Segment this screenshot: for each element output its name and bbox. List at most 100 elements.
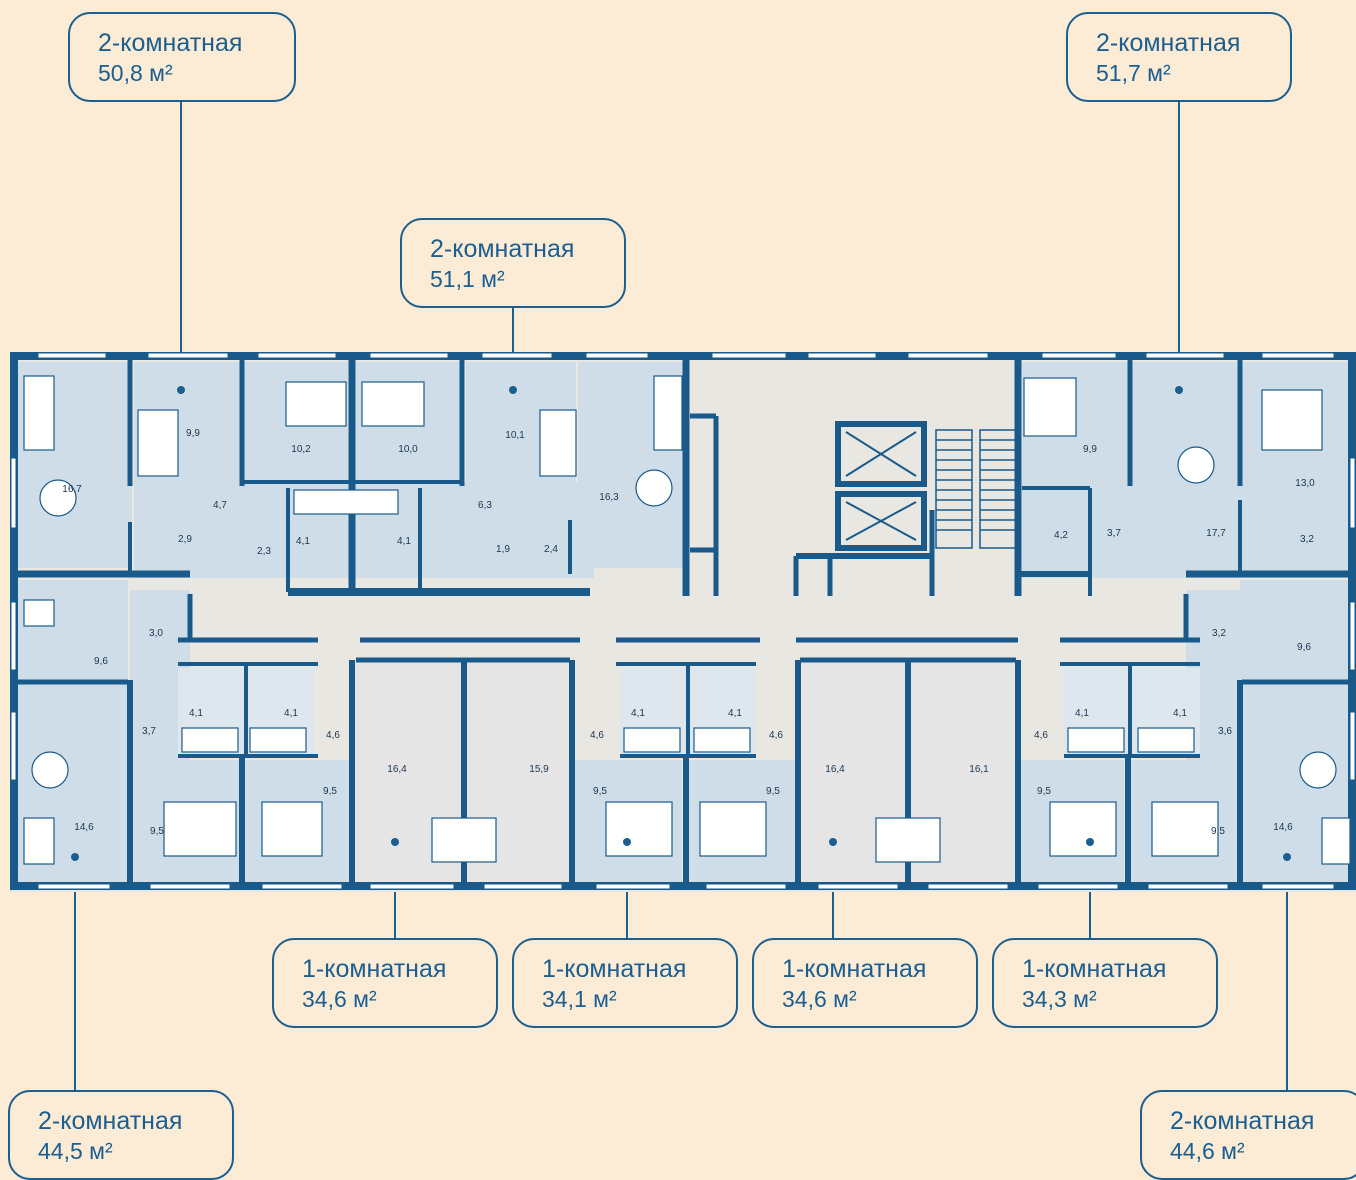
apartment-callout-bottom-3[interactable]: 1-комнатная 34,6 м² <box>752 938 978 1028</box>
sofa <box>653 375 683 451</box>
room-area: 9,5 <box>150 826 164 837</box>
dining-table <box>635 469 673 507</box>
stair-core <box>835 421 1017 551</box>
apartment-area: 34,6 м² <box>782 986 857 1012</box>
studio-zones <box>356 662 1014 882</box>
dining-table <box>39 479 77 517</box>
sofa <box>431 817 497 863</box>
apartment-callout-top-middle[interactable]: 2-комнатная 51,1 м² <box>400 218 626 308</box>
room-area: 2,4 <box>544 544 558 555</box>
apartment-area: 44,5 м² <box>38 1138 113 1164</box>
room-area: 4,6 <box>326 730 340 741</box>
room-area: 4,6 <box>590 730 604 741</box>
staircase <box>935 429 1017 549</box>
elevator-shaft <box>835 421 927 487</box>
sofa <box>875 817 941 863</box>
bed <box>163 801 237 857</box>
room-area: 3,7 <box>1107 528 1121 539</box>
bed <box>539 409 577 477</box>
room-area: 3,2 <box>1212 628 1226 639</box>
room-area: 4,7 <box>213 500 227 511</box>
bed <box>605 801 673 857</box>
room-area: 16,3 <box>599 492 619 503</box>
bath-tub <box>1067 727 1125 753</box>
room-area: 4,1 <box>189 708 203 719</box>
sofa <box>23 817 55 865</box>
apartment-callout-bottom-1[interactable]: 1-комнатная 34,6 м² <box>272 938 498 1028</box>
room-area: 4,1 <box>296 536 310 547</box>
apartment-area: 51,1 м² <box>430 266 505 292</box>
room-area: 10,1 <box>505 430 525 441</box>
apartment-callout-top-left[interactable]: 2-комнатная 50,8 м² <box>68 12 296 102</box>
room-area: 4,1 <box>284 708 298 719</box>
apartment-area: 50,8 м² <box>98 60 173 86</box>
bed <box>1023 377 1077 437</box>
room-area: 4,1 <box>1075 708 1089 719</box>
room-area: 17,7 <box>1206 528 1226 539</box>
room-area: 9,5 <box>1211 826 1225 837</box>
bath-tub <box>181 727 239 753</box>
apartment-callout-bottom-right[interactable]: 2-комнатная 44,6 м² <box>1140 1090 1356 1180</box>
bed <box>361 381 425 427</box>
sofa <box>23 599 55 627</box>
room-area: 14,6 <box>74 822 94 833</box>
room-area: 4,6 <box>769 730 783 741</box>
bed <box>1049 801 1117 857</box>
sofa <box>23 375 55 451</box>
dining-table <box>31 751 69 789</box>
bath-tub <box>1137 727 1195 753</box>
sofa <box>1321 817 1351 865</box>
room-area: 4,1 <box>631 708 645 719</box>
room-area: 9,6 <box>94 656 108 667</box>
apartment-area: 34,3 м² <box>1022 986 1097 1012</box>
apartment-callout-bottom-4[interactable]: 1-комнатная 34,3 м² <box>992 938 1218 1028</box>
apartment-area: 34,1 м² <box>542 986 617 1012</box>
room-area: 3,2 <box>1300 534 1314 545</box>
room-area: 3,6 <box>1218 726 1232 737</box>
apartment-type: 2-комнатная <box>430 235 575 263</box>
room-area: 9,9 <box>1083 444 1097 455</box>
bath-tub <box>249 727 307 753</box>
elevator-shaft <box>835 491 927 551</box>
bed <box>1261 389 1323 451</box>
room-area: 15,9 <box>529 764 549 775</box>
apartment-callout-bottom-2[interactable]: 1-комнатная 34,1 м² <box>512 938 738 1028</box>
room-area: 6,3 <box>478 500 492 511</box>
bed <box>261 801 323 857</box>
room-area: 16,4 <box>387 764 407 775</box>
room-area: 14,6 <box>1273 822 1293 833</box>
apartment-type: 1-комнатная <box>782 955 927 983</box>
room-area: 2,3 <box>257 546 271 557</box>
bath-tub <box>293 489 399 515</box>
apartment-type: 2-комнатная <box>98 29 243 57</box>
apartment-type: 2-комнатная <box>1170 1107 1315 1135</box>
building: 16,7 9,9 10,2 10,0 10,1 16,3 9,9 13,0 4,… <box>10 352 1356 892</box>
room-area: 9,5 <box>593 786 607 797</box>
apartment-type: 1-комнатная <box>542 955 687 983</box>
room-area: 16,7 <box>62 484 82 495</box>
bath-tub <box>693 727 751 753</box>
room-area: 1,9 <box>496 544 510 555</box>
room-area: 9,5 <box>766 786 780 797</box>
room-area: 10,2 <box>291 444 311 455</box>
room-area: 2,9 <box>178 534 192 545</box>
top-rooms <box>18 362 1348 578</box>
bedroom <box>1240 580 1348 680</box>
room-area: 16,1 <box>969 764 989 775</box>
room-area: 4,1 <box>728 708 742 719</box>
apartment-area: 34,6 м² <box>302 986 377 1012</box>
room-area: 4,2 <box>1054 530 1068 541</box>
apartment-callout-bottom-left[interactable]: 2-комнатная 44,5 м² <box>8 1090 234 1180</box>
bed <box>1151 801 1219 857</box>
windows <box>10 352 1356 890</box>
furniture <box>23 375 1351 865</box>
hallway <box>1022 482 1348 578</box>
bed <box>699 801 767 857</box>
apartment-area: 44,6 м² <box>1170 1138 1245 1164</box>
apartment-type: 1-комнатная <box>302 955 447 983</box>
apartment-area: 51,7 м² <box>1096 60 1171 86</box>
room-area: 9,5 <box>323 786 337 797</box>
apartment-callout-top-right[interactable]: 2-комнатная 51,7 м² <box>1066 12 1292 102</box>
room-area: 16,4 <box>825 764 845 775</box>
